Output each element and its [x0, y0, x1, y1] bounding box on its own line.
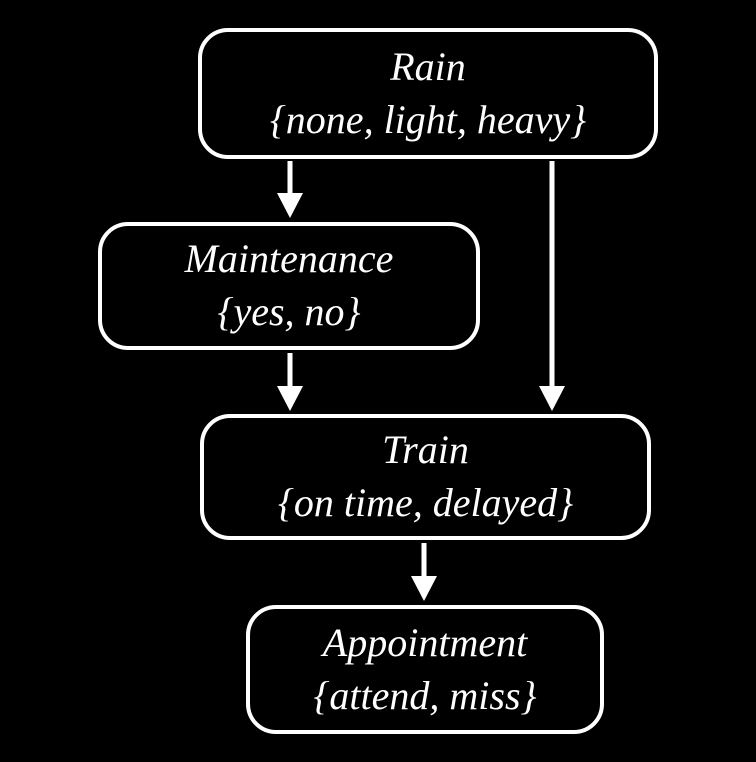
node-maintenance: Maintenance {yes, no} [98, 222, 480, 350]
node-rain-values: {none, light, heavy} [269, 96, 587, 142]
edge-rain-to-train-arrow [539, 161, 565, 411]
node-appointment-label: Appointment [322, 619, 528, 665]
edge-maintenance-to-train-arrow [277, 353, 303, 411]
node-appointment-values: {attend, miss} [313, 672, 537, 718]
node-train-label: Train [382, 427, 469, 473]
node-train-values: {on time, delayed} [277, 480, 574, 525]
edge-rain-to-maintenance-arrow [277, 161, 303, 218]
node-rain: Rain {none, light, heavy} [198, 28, 658, 159]
node-appointment: Appointment {attend, miss} [246, 605, 604, 734]
node-maintenance-values: {yes, no} [217, 289, 361, 334]
edge-train-to-appointment-arrow [411, 543, 437, 601]
node-maintenance-label: Maintenance [184, 236, 394, 282]
node-train: Train {on time, delayed} [200, 414, 651, 540]
node-rain-label: Rain [390, 43, 466, 89]
